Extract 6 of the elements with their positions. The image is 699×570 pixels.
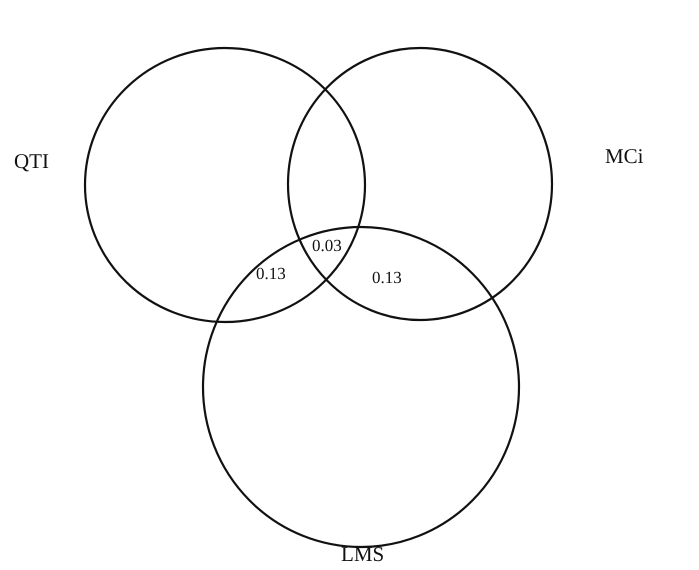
overlap-value: 0.13 — [372, 268, 402, 288]
overlap-value: 0.13 — [256, 264, 286, 284]
set-label: LMS — [341, 542, 384, 566]
set-label: QTI — [14, 149, 49, 173]
overlap-value: 0.03 — [312, 236, 342, 256]
set-label: MCi — [605, 144, 644, 168]
